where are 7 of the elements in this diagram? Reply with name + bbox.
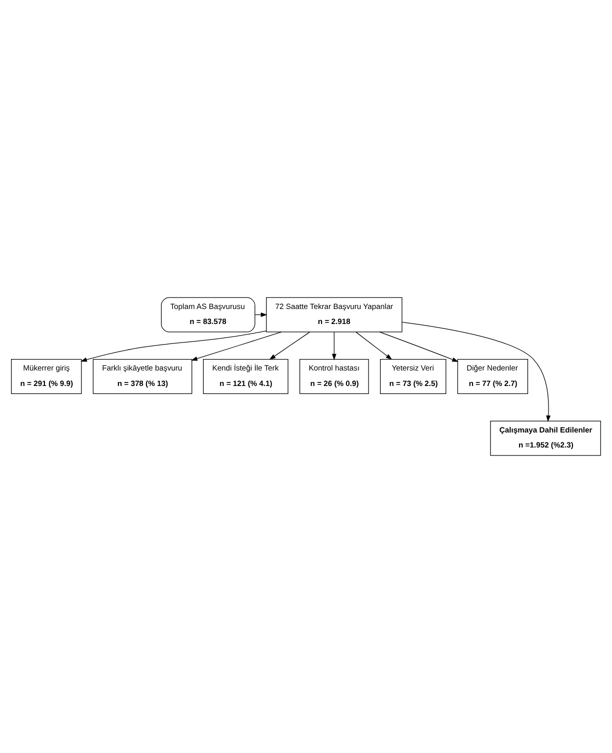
arrow (332, 332, 336, 360)
arrow (269, 332, 310, 360)
arrow (80, 330, 266, 362)
arrow (379, 332, 459, 362)
arrow (402, 322, 551, 422)
arrow (356, 332, 392, 360)
arrow (190, 332, 282, 361)
